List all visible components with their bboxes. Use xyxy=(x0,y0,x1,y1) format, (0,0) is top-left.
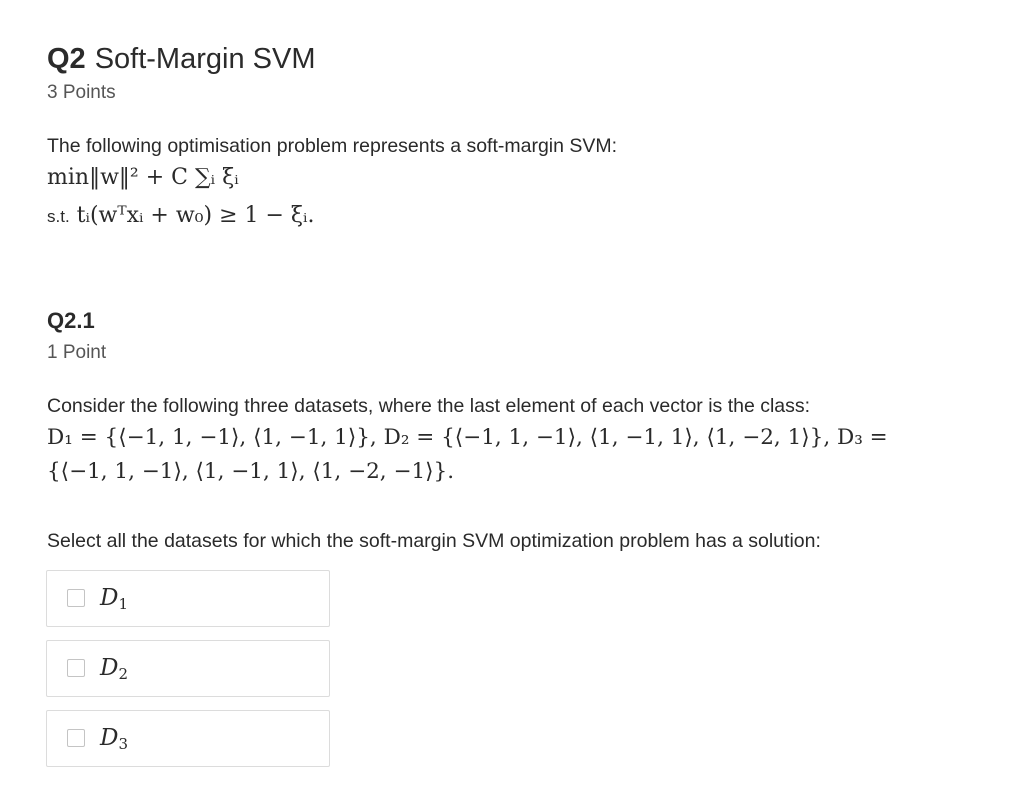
question-title-text: Soft-Margin SVM xyxy=(94,43,316,75)
option-d2-label: D2 xyxy=(100,653,128,689)
subquestion-number: Q2.1 xyxy=(47,308,95,333)
option-d2-subscript: 2 xyxy=(118,665,128,683)
formula-constraint: s.t. tᵢ(wᵀxᵢ + w₀) ≥ 1 − ξᵢ. xyxy=(47,201,314,232)
subquestion-prompt: Consider the following three datasets, w… xyxy=(47,395,811,417)
datasets-line-1: D₁ = {⟨−1, 1, −1⟩, ⟨1, −1, 1⟩}, D₂ = {⟨−… xyxy=(47,425,888,450)
option-d3-label: D3 xyxy=(100,723,128,759)
subquestion-points: 1 Point xyxy=(47,342,107,363)
subquestion-instruction: Select all the datasets for which the so… xyxy=(47,530,821,552)
option-d3[interactable]: D3 xyxy=(46,710,330,767)
question-points: 3 Points xyxy=(47,82,116,103)
option-d1-label: D1 xyxy=(100,583,128,619)
option-d1[interactable]: D1 xyxy=(46,570,330,627)
constraint-prefix: s.t. xyxy=(47,207,70,226)
option-d3-subscript: 3 xyxy=(118,735,128,753)
constraint-expression: tᵢ(wᵀxᵢ + w₀) ≥ 1 − ξᵢ. xyxy=(76,203,315,228)
formula-objective: min‖w‖² + C ∑ᵢ ξᵢ xyxy=(47,165,239,190)
option-d2-letter: D xyxy=(100,655,119,681)
option-d3-letter: D xyxy=(100,725,119,751)
checkbox-d3[interactable] xyxy=(67,729,85,747)
question-intro: The following optimisation problem repre… xyxy=(47,135,618,157)
option-d1-letter: D xyxy=(100,585,119,611)
datasets-line-2: {⟨−1, 1, −1⟩, ⟨1, −1, 1⟩, ⟨1, −2, −1⟩}. xyxy=(47,459,455,484)
checkbox-d1[interactable] xyxy=(67,589,85,607)
option-d1-subscript: 1 xyxy=(118,595,128,613)
option-d2[interactable]: D2 xyxy=(46,640,330,697)
checkbox-d2[interactable] xyxy=(67,659,85,677)
question-number: Q2 xyxy=(47,43,86,75)
